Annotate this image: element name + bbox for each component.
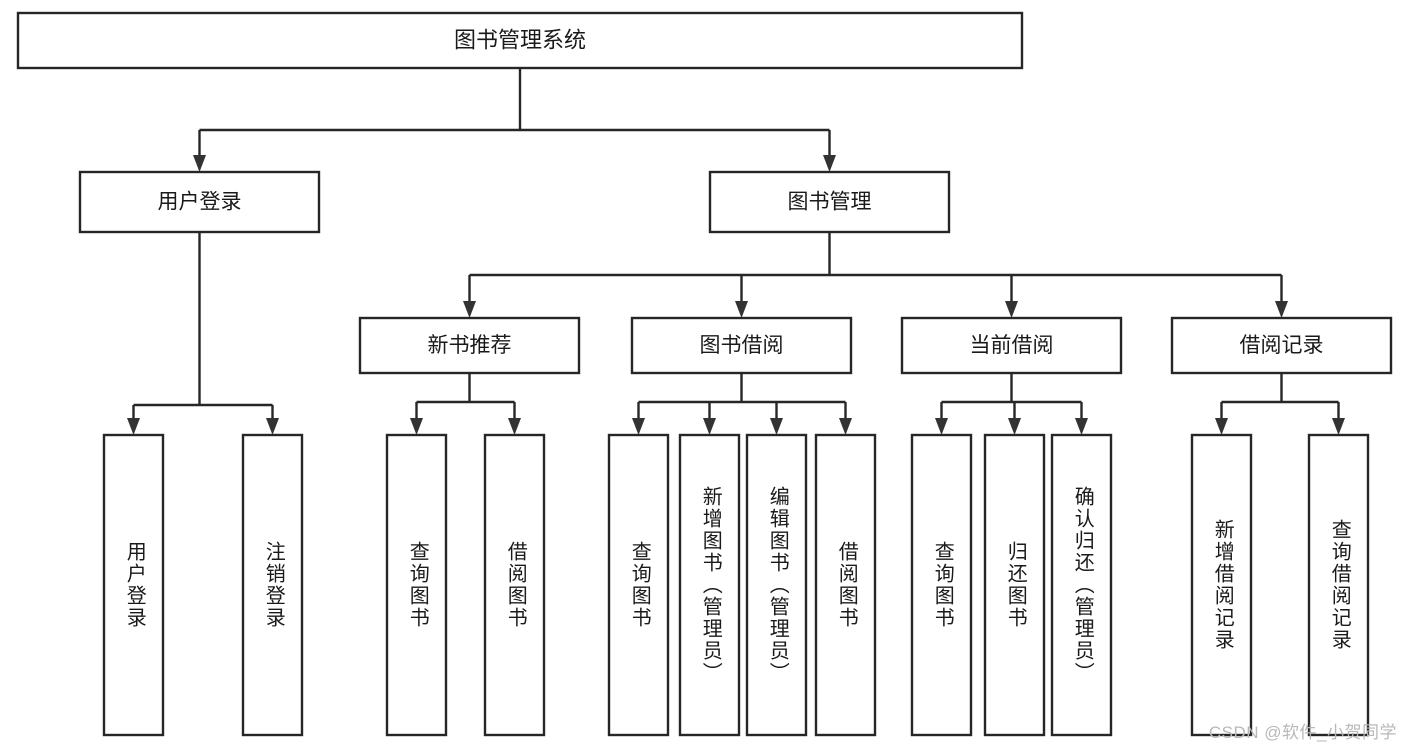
- node-leaf-edit-book-rect[interactable]: [745, 433, 808, 737]
- node-user-login[interactable]: 用户登录: [78, 170, 321, 234]
- node-leaf-add-book[interactable]: [678, 433, 741, 737]
- node-leaf-return-book-rect[interactable]: [983, 433, 1046, 737]
- arrow-head-icon: [1075, 418, 1088, 435]
- node-leaf-query-book-1[interactable]: [385, 433, 448, 737]
- node-leaf-user-login-rect[interactable]: [102, 433, 165, 737]
- node-current-borrow[interactable]: 当前借阅: [900, 316, 1123, 375]
- arrow-head-icon: [463, 301, 476, 318]
- node-leaf-confirm-return-rect[interactable]: [1050, 433, 1113, 737]
- edge-group-book-manage: [463, 232, 1288, 318]
- arrow-head-icon: [770, 418, 783, 435]
- node-leaf-borrow-book-2-rect[interactable]: [814, 433, 877, 737]
- node-leaf-query-book-2[interactable]: [607, 433, 670, 737]
- node-book-manage[interactable]: 图书管理: [708, 170, 951, 234]
- node-leaf-borrow-book-1[interactable]: [483, 433, 546, 737]
- arrow-head-icon: [508, 418, 521, 435]
- node-book-borrow-rect[interactable]: [630, 316, 853, 375]
- arrow-head-icon: [703, 418, 716, 435]
- node-book-borrow[interactable]: 图书借阅: [630, 316, 853, 375]
- edge-group-book-borrow: [632, 373, 852, 435]
- node-leaf-confirm-return[interactable]: [1050, 433, 1113, 737]
- node-user-login-rect[interactable]: [78, 170, 321, 234]
- arrow-head-icon: [266, 418, 279, 435]
- node-leaf-add-record-rect[interactable]: [1190, 433, 1253, 737]
- arrow-head-icon: [1008, 418, 1021, 435]
- node-book-manage-label: 图书管理: [788, 191, 872, 214]
- node-new-book-rec-label: 新书推荐: [428, 334, 512, 357]
- node-leaf-return-book[interactable]: [983, 433, 1046, 737]
- edge-group-root: [193, 68, 836, 172]
- arrow-head-icon: [410, 418, 423, 435]
- arrow-head-icon: [935, 418, 948, 435]
- node-leaf-add-record[interactable]: [1190, 433, 1253, 737]
- node-leaf-user-login[interactable]: [102, 433, 165, 737]
- node-leaf-query-record[interactable]: [1307, 433, 1370, 737]
- arrow-head-icon: [1332, 418, 1345, 435]
- node-leaf-borrow-book-2[interactable]: [814, 433, 877, 737]
- node-borrow-record-label: 借阅记录: [1240, 334, 1324, 357]
- node-borrow-record-rect[interactable]: [1170, 316, 1393, 375]
- edge-group-user-login: [127, 232, 279, 435]
- node-leaf-query-book-1-rect[interactable]: [385, 433, 448, 737]
- node-root[interactable]: 图书管理系统: [16, 11, 1024, 70]
- node-leaf-add-book-rect[interactable]: [678, 433, 741, 737]
- node-leaf-edit-book[interactable]: [745, 433, 808, 737]
- node-user-login-label: 用户登录: [158, 191, 242, 214]
- node-root-rect[interactable]: [16, 11, 1024, 70]
- arrow-head-icon: [127, 418, 140, 435]
- node-borrow-record[interactable]: 借阅记录: [1170, 316, 1393, 375]
- node-book-manage-rect[interactable]: [708, 170, 951, 234]
- watermark-text: CSDN @软件_小贺同学: [1208, 723, 1397, 742]
- node-new-book-rec[interactable]: 新书推荐: [358, 316, 581, 375]
- arrow-head-icon: [193, 155, 206, 172]
- arrow-head-icon: [839, 418, 852, 435]
- node-leaf-query-book-3-rect[interactable]: [910, 433, 973, 737]
- node-leaf-query-book-3[interactable]: [910, 433, 973, 737]
- node-current-borrow-rect[interactable]: [900, 316, 1123, 375]
- arrow-head-icon: [735, 301, 748, 318]
- edge-group-borrow-record: [1215, 373, 1345, 435]
- node-new-book-rec-rect[interactable]: [358, 316, 581, 375]
- arrow-head-icon: [823, 155, 836, 172]
- node-book-borrow-label: 图书借阅: [700, 334, 784, 357]
- node-leaf-logout[interactable]: [241, 433, 304, 737]
- arrow-head-icon: [1275, 301, 1288, 318]
- node-current-borrow-label: 当前借阅: [970, 334, 1054, 357]
- node-leaf-logout-rect[interactable]: [241, 433, 304, 737]
- edge-group-current-borrow: [935, 373, 1088, 435]
- node-leaf-borrow-book-1-rect[interactable]: [483, 433, 546, 737]
- connectors-layer: [127, 68, 1345, 435]
- edge-group-new-book-rec: [410, 373, 521, 435]
- arrow-head-icon: [632, 418, 645, 435]
- node-leaf-query-record-rect[interactable]: [1307, 433, 1370, 737]
- arrow-head-icon: [1005, 301, 1018, 318]
- arrow-head-icon: [1215, 418, 1228, 435]
- node-leaf-query-book-2-rect[interactable]: [607, 433, 670, 737]
- node-root-label: 图书管理系统: [454, 27, 586, 52]
